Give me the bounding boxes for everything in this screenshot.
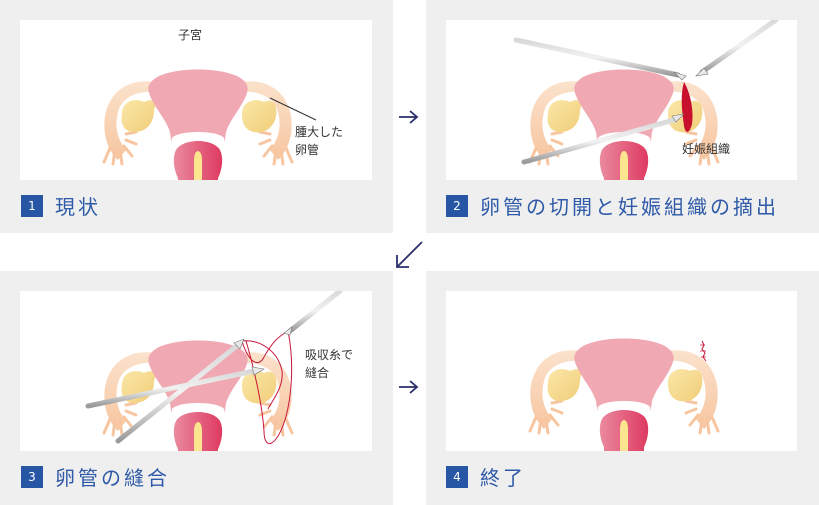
step-3-illustration: 吸収糸で 縫合 (20, 291, 372, 451)
absorbable-suture-label-line1: 吸収糸で (305, 348, 354, 362)
arrow-right-icon (399, 110, 419, 124)
absorbable-suture-label: 吸収糸で 縫合 (305, 346, 353, 382)
laparoscopic-instrument-icon (115, 338, 245, 444)
step-4-illustration (446, 291, 797, 451)
step-3-caption: 3 卵管の縫合 (21, 462, 170, 491)
step-3-title: 卵管の縫合 (55, 466, 170, 490)
step-2-title: 卵管の切開と妊娠組織の摘出 (480, 195, 779, 219)
laparoscopic-instrument-icon (513, 37, 687, 81)
step-3-number-badge: 3 (21, 465, 43, 488)
arrow-down-left-icon (396, 241, 423, 268)
step-4-number-badge: 4 (446, 465, 468, 488)
laparoscopic-instrument-icon (521, 113, 685, 165)
laparoscopic-instrument-icon (85, 366, 265, 409)
uterus-diagram-current (102, 68, 317, 180)
absorbable-suture-label-line2: 縫合 (305, 366, 330, 380)
step-1-caption: 1 現状 (21, 191, 101, 220)
laparoscopic-instrument-icon (283, 291, 343, 336)
uterus-label: 子宮 (178, 28, 203, 42)
step-3-panel: 吸収糸で 縫合 3 卵管の縫合 (0, 271, 393, 505)
step-4-title: 終了 (480, 466, 526, 490)
step-2-number-badge: 2 (446, 194, 468, 217)
laparoscopic-instrument-icon (695, 20, 779, 77)
swollen-tube-label: 腫大した 卵管 (295, 123, 343, 159)
step-2-illustration: 妊娠組織 (446, 20, 797, 180)
step-4-caption: 4 終了 (446, 462, 526, 491)
swollen-tube-label-line2: 卵管 (295, 143, 320, 157)
step-1-number-badge: 1 (21, 194, 43, 217)
uterus-diagram-incision (513, 20, 779, 180)
step-1-title: 現状 (55, 195, 101, 219)
swollen-tube-label-line1: 腫大した (295, 125, 344, 139)
step-1-panel: 子宮 腫大した 卵管 1 現状 (0, 0, 393, 233)
step-2-caption: 2 卵管の切開と妊娠組織の摘出 (446, 191, 779, 220)
arrow-right-icon (399, 380, 419, 394)
uterus-diagram-suturing (85, 291, 343, 451)
step-4-panel: 4 終了 (426, 271, 819, 505)
pregnancy-tissue-label: 妊娠組織 (682, 142, 731, 156)
uterus-diagram-complete (528, 337, 720, 451)
step-1-illustration: 子宮 腫大した 卵管 (20, 20, 372, 180)
step-2-panel: 妊娠組織 2 卵管の切開と妊娠組織の摘出 (426, 0, 819, 233)
